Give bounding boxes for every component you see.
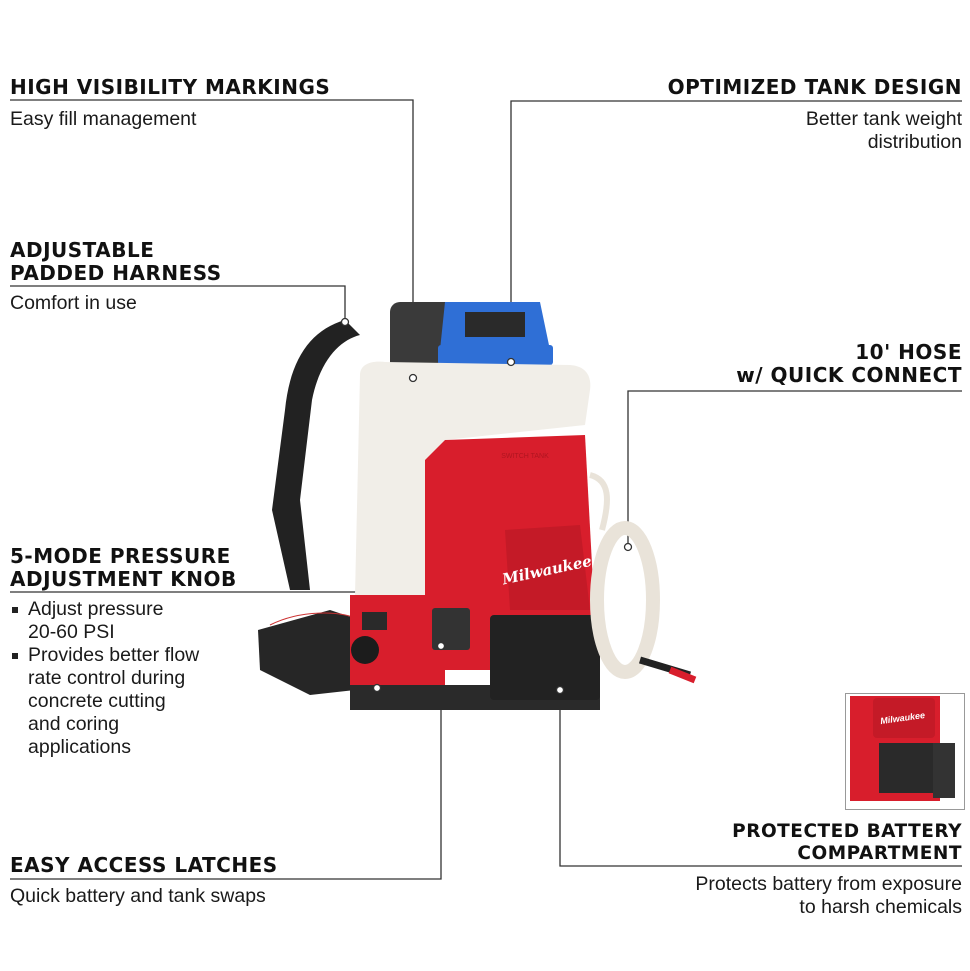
heading-high-visibility: HIGH VISIBILITY MARKINGS [10, 75, 331, 99]
callout-line-harness [10, 285, 346, 322]
desc-line: distribution [867, 131, 962, 153]
pressure-knob-bullets: Adjust pressure 20-60 PSI Provides bette… [10, 598, 199, 759]
bullet-line: Provides better flow [28, 644, 200, 666]
desc-line: to harsh chemicals [799, 896, 962, 918]
bullet-line: 20-60 PSI [28, 621, 115, 643]
heading-line: ADJUSTABLE [10, 238, 155, 262]
desc-high-visibility: Easy fill management [10, 108, 197, 130]
desc-latches: Quick battery and tank swaps [10, 885, 266, 907]
heading-line: PROTECTED BATTERY [732, 821, 962, 842]
desc-line: Better tank weight [805, 108, 962, 130]
sprayer-product-image: Milwaukee SWITCH TANK [258, 302, 697, 710]
desc-battery: Protects battery from exposure to harsh … [695, 873, 962, 919]
callout-line-battery [559, 690, 962, 867]
heading-line: 5-MODE PRESSURE [10, 544, 231, 568]
heading-line: COMPARTMENT [797, 843, 962, 864]
heading-optimized-tank: OPTIMIZED TANK DESIGN [667, 75, 962, 99]
bullet-line: and coring [28, 713, 120, 735]
callout-line-tank [510, 100, 962, 362]
heading-battery: PROTECTED BATTERY COMPARTMENT [732, 821, 962, 865]
heading-line: 10' HOSE [855, 340, 962, 364]
heading-harness: ADJUSTABLE PADDED HARNESS [10, 239, 222, 285]
battery-compartment-inset-image: Milwaukee [845, 693, 965, 810]
desc-optimized-tank: Better tank weight distribution [806, 108, 962, 154]
heading-line: w/ QUICK CONNECT [736, 363, 962, 387]
heading-latches: EASY ACCESS LATCHES [10, 853, 278, 877]
desc-harness: Comfort in use [10, 292, 137, 314]
heading-line: PADDED HARNESS [10, 261, 222, 285]
bullet-line: rate control during [28, 667, 186, 689]
bullet-line: applications [28, 736, 131, 758]
callout-line-high-visibility [10, 99, 414, 378]
heading-line: ADJUSTMENT KNOB [10, 567, 237, 591]
desc-line: Protects battery from exposure [695, 873, 962, 895]
tank-label: SWITCH TANK [501, 453, 549, 460]
heading-hose: 10' HOSE w/ QUICK CONNECT [736, 341, 962, 387]
heading-pressure-knob: 5-MODE PRESSURE ADJUSTMENT KNOB [10, 545, 237, 591]
bullet-line: concrete cutting [28, 690, 166, 712]
bullet-line: Adjust pressure [28, 598, 164, 620]
callout-line-latches [10, 646, 442, 880]
bullet-item: Provides better flow rate control during… [10, 644, 199, 759]
bullet-item: Adjust pressure 20-60 PSI [10, 598, 199, 644]
callout-line-hose [627, 390, 962, 547]
